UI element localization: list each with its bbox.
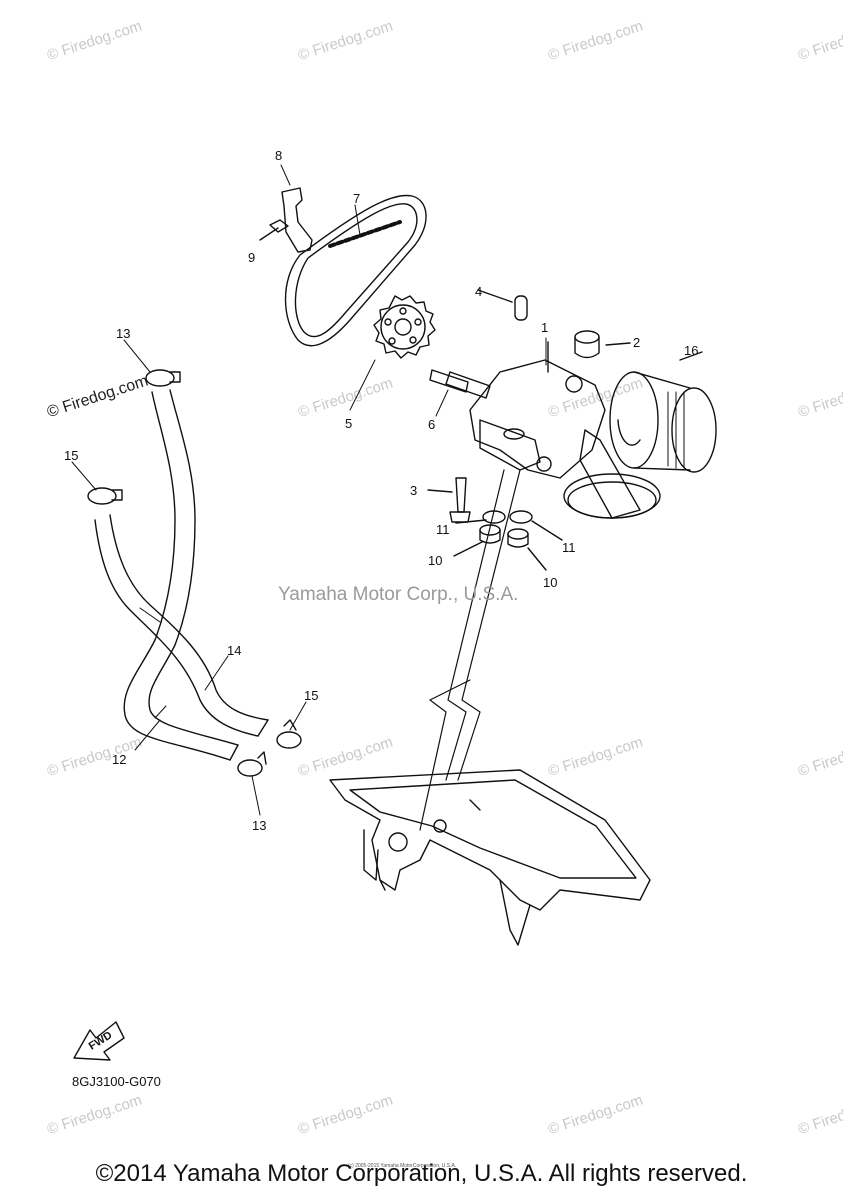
part-label-15: 15 <box>64 448 79 463</box>
copyright-notice: ©2014 Yamaha Motor Corporation, U.S.A. A… <box>95 1160 748 1187</box>
part-label-14: 14 <box>227 643 242 658</box>
part-label-16: 16 <box>684 343 699 358</box>
part-label-13: 13 <box>116 326 131 341</box>
tiny-copyright: (c) 2005-2015 Yamaha MotorCorporation, U… <box>348 1163 457 1169</box>
diagram-code: 8GJ3100-G070 <box>72 1074 161 1089</box>
fwd-arrow <box>73 1021 125 1061</box>
part-label-8: 8 <box>275 148 283 163</box>
oil-pan <box>329 769 651 946</box>
part-label-11: 11 <box>562 540 576 555</box>
part-label-13: 13 <box>252 818 267 833</box>
collar <box>574 330 631 359</box>
cam-chain <box>284 194 427 347</box>
part-label-3: 3 <box>410 483 418 498</box>
dowel-pin <box>477 289 528 321</box>
assembly-lines <box>419 469 521 831</box>
part-label-12: 12 <box>112 752 127 767</box>
part-label-1: 1 <box>541 320 549 335</box>
pump-shaft <box>429 369 491 399</box>
part-label-2: 2 <box>633 335 641 350</box>
pump-bolt <box>427 477 471 523</box>
oil-hoses <box>94 389 269 761</box>
part-label-15: 15 <box>304 688 319 703</box>
part-label-6: 6 <box>428 417 436 432</box>
drive-sprocket <box>373 295 436 359</box>
label-leaders <box>71 164 547 816</box>
part-label-7: 7 <box>353 191 361 206</box>
part-label-11: 11 <box>436 522 450 537</box>
part-label-9: 9 <box>248 250 256 265</box>
hose-clamps <box>87 369 302 777</box>
part-label-5: 5 <box>345 416 353 431</box>
part-label-10: 10 <box>543 575 558 590</box>
part-label-10: 10 <box>428 553 443 568</box>
part-label-4: 4 <box>475 284 483 299</box>
chain-guide <box>259 187 313 253</box>
oil-filter <box>609 351 717 473</box>
oil-pump-assembly <box>469 341 661 519</box>
center-watermark: Yamaha Motor Corp., U.S.A. <box>278 584 519 605</box>
collars <box>453 524 547 571</box>
